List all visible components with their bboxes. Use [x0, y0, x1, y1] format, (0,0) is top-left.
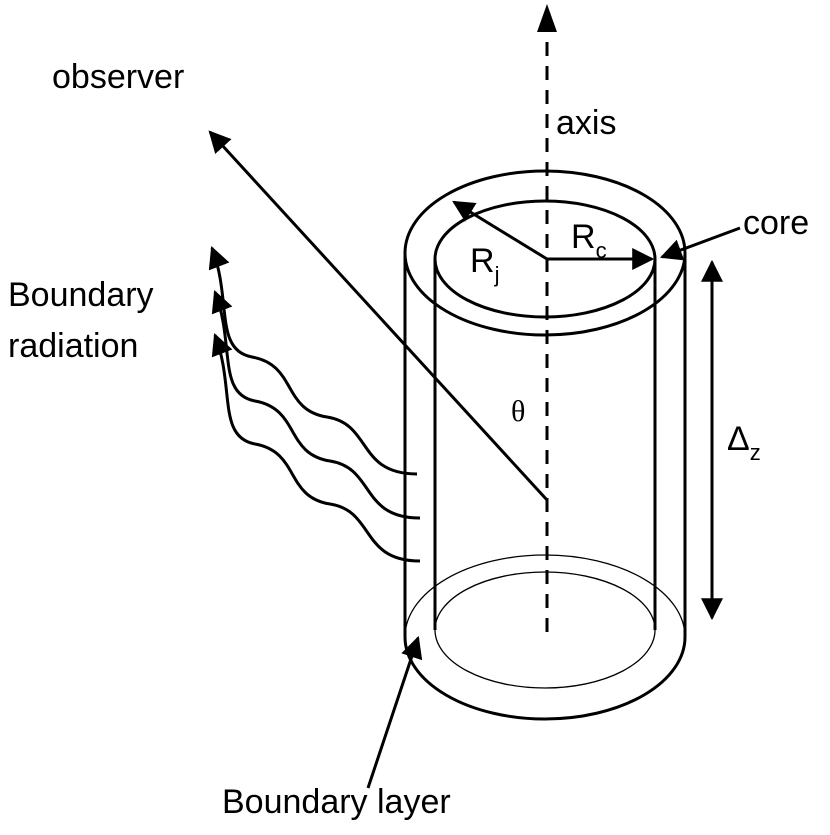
boundary-radiation-label-line1: Boundary: [8, 276, 154, 314]
axis-label: axis: [556, 104, 616, 142]
radiation-wave-3: [211, 332, 421, 563]
axis-line: [537, 4, 557, 632]
observer-arrow: [208, 130, 549, 502]
rc-main: R: [571, 218, 596, 256]
rc-sub: c: [596, 238, 607, 263]
delta-sub: z: [750, 440, 761, 465]
boundary-radiation-label-line2: radiation: [8, 327, 138, 365]
core-label: core: [743, 204, 809, 242]
radiation-wave-2: [211, 289, 421, 520]
core-pointer-arrow: [659, 226, 741, 261]
rj-main: R: [470, 242, 495, 280]
boundary-layer-label: Boundary layer: [222, 783, 451, 821]
rj-label: Rj: [470, 242, 499, 287]
radiation-wave-1: [208, 245, 418, 476]
rj-arrow: [452, 200, 548, 261]
boundary-radiation-waves: [208, 245, 421, 563]
delta-z-label: Δz: [727, 420, 761, 465]
boundary-layer-pointer-arrow: [366, 635, 423, 789]
theta-label: θ: [511, 395, 525, 428]
inner-cylinder: [433, 199, 657, 689]
rc-label: Rc: [571, 218, 607, 263]
rj-sub: j: [494, 262, 500, 287]
delta-main: Δ: [727, 420, 750, 458]
outer-cylinder: [403, 169, 687, 721]
observer-label: observer: [52, 58, 184, 96]
